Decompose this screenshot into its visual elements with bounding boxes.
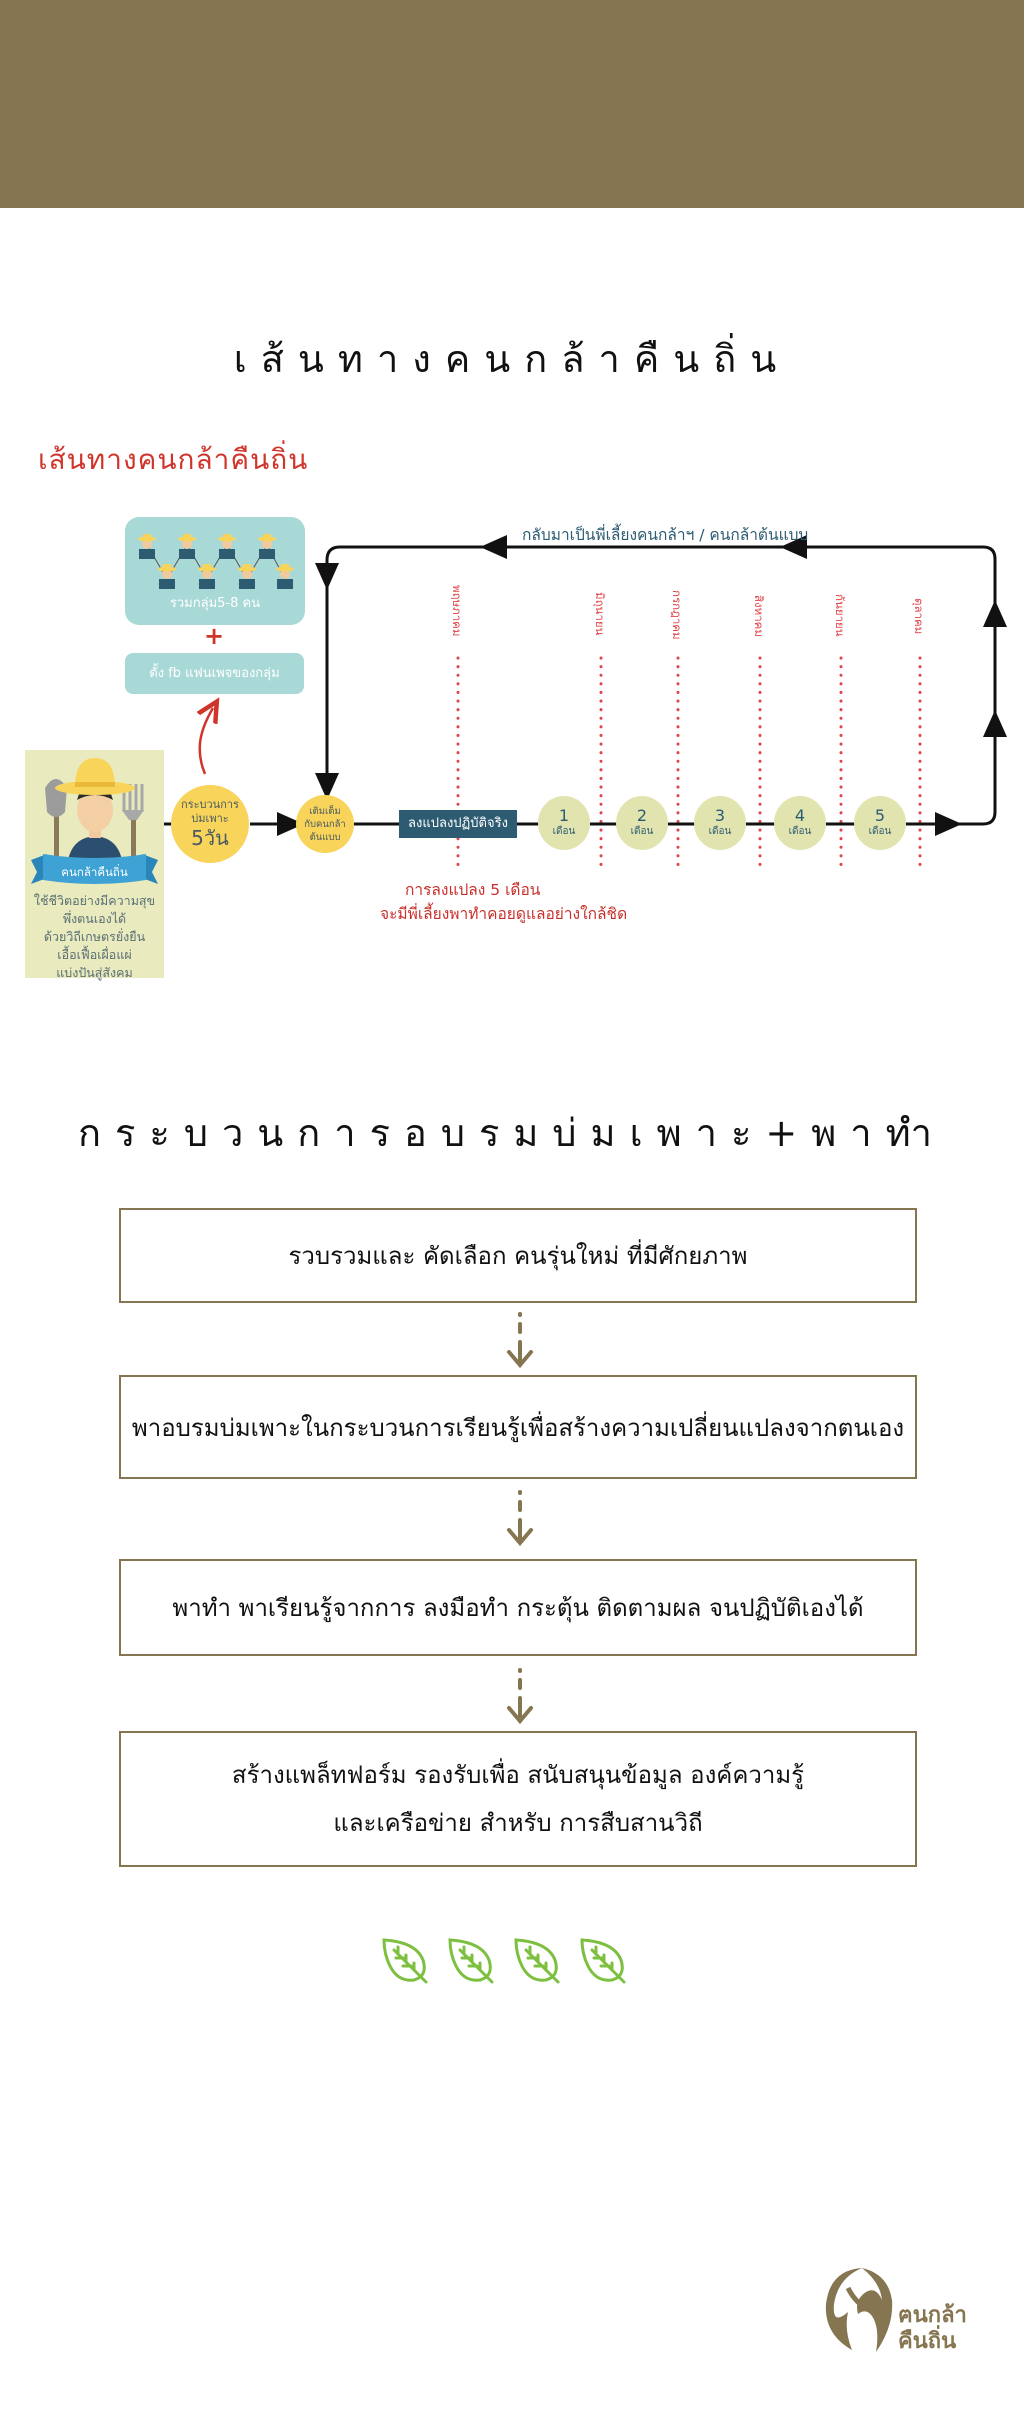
down-arrow-icon: [507, 1668, 533, 1725]
month-label-august: สิงหาคม: [752, 595, 766, 637]
month-label-june: มิถุนายน: [593, 592, 607, 636]
field-note: การลงแปลง 5 เดือน จะมีพี่เลี้ยงพาทำคอยดู…: [380, 881, 628, 923]
feedback-loop: [325, 545, 997, 826]
farmer-card: คนกล้าคืนถิ่น ใช้ชีวิตอย่างมีความสุข พึ่…: [25, 750, 164, 980]
fb-page-box: ตั้ง fb แฟนเพจของกลุ่ม: [125, 653, 304, 694]
process-title: กระบวนการอบรมบ่มเพาะ+พาทำ: [78, 1111, 946, 1155]
mentor-circle: เติมเต็ม กับคนกล้า ต้นแบบ: [296, 795, 354, 853]
process-step-1: รวบรวมและ คัดเลือก คนรุ่นใหม่ ที่มีศักยภ…: [119, 1208, 917, 1303]
month-label-july: กรกฎาคม: [670, 590, 684, 640]
leaf-icon: [580, 1938, 626, 1984]
group-people-icon: [138, 534, 294, 589]
loop-label: กลับมาเป็นพี่เลี้ยงคนกล้าฯ / คนกล้าต้นแบ…: [522, 526, 809, 544]
farmer-description: ใช้ชีวิตอย่างมีความสุข พึ่งตนเองได้ ด้วย…: [33, 893, 156, 980]
plus-sign: +: [204, 622, 225, 650]
farmer-icon: [31, 758, 158, 884]
logo-leaf-icon: [825, 2268, 893, 2352]
leaf-row: [380, 1936, 644, 1986]
leaf-icon: [514, 1938, 560, 1984]
month-label-september: กันยายน: [833, 594, 847, 637]
process-step-3: พาทำ พาเรียนรู้จากการ ลงมือทำ กระตุ้น ติ…: [119, 1559, 917, 1656]
group-box: รวมกลุ่ม5-8 คน: [125, 517, 305, 625]
group-box-label: รวมกลุ่ม5-8 คน: [169, 596, 261, 611]
red-curve-arrow: [200, 708, 213, 775]
journey-subtitle: เส้นทางคนกล้าคืนถิ่น: [38, 443, 309, 476]
logo-text: ฅนกล้า คืนถิ่น: [898, 2303, 967, 2354]
month-label-october: ตุลาคม: [912, 598, 926, 635]
process-step-2: พาอบรมบ่มเพาะในกระบวนการเรียนรู้เพื่อสร้…: [119, 1375, 917, 1479]
journey-title: เส้นทางคนกล้าคืนถิ่น: [233, 337, 791, 381]
person-figure: [138, 534, 294, 589]
journey-diagram-lines: [164, 535, 1007, 869]
process-step-4: สร้างแพล็ทฟอร์ม รองรับเพื่อ สนับสนุนข้อม…: [119, 1731, 917, 1867]
field-practice-box: ลงแปลงปฏิบัติจริง: [399, 810, 517, 838]
top-banner: [0, 0, 1024, 208]
incubation-circle: กระบวนการ บ่มเพาะ 5วัน: [171, 785, 249, 863]
farmer-badge: คนกล้าคืนถิ่น: [61, 865, 128, 879]
down-arrow-icon: [507, 1490, 533, 1547]
month-label-may: พฤษภาคม: [450, 585, 464, 637]
leaf-icon: [382, 1938, 428, 1984]
leaf-icon: [448, 1938, 494, 1984]
down-arrow-icon: [507, 1312, 533, 1369]
month-divider-lines: [456, 656, 922, 869]
